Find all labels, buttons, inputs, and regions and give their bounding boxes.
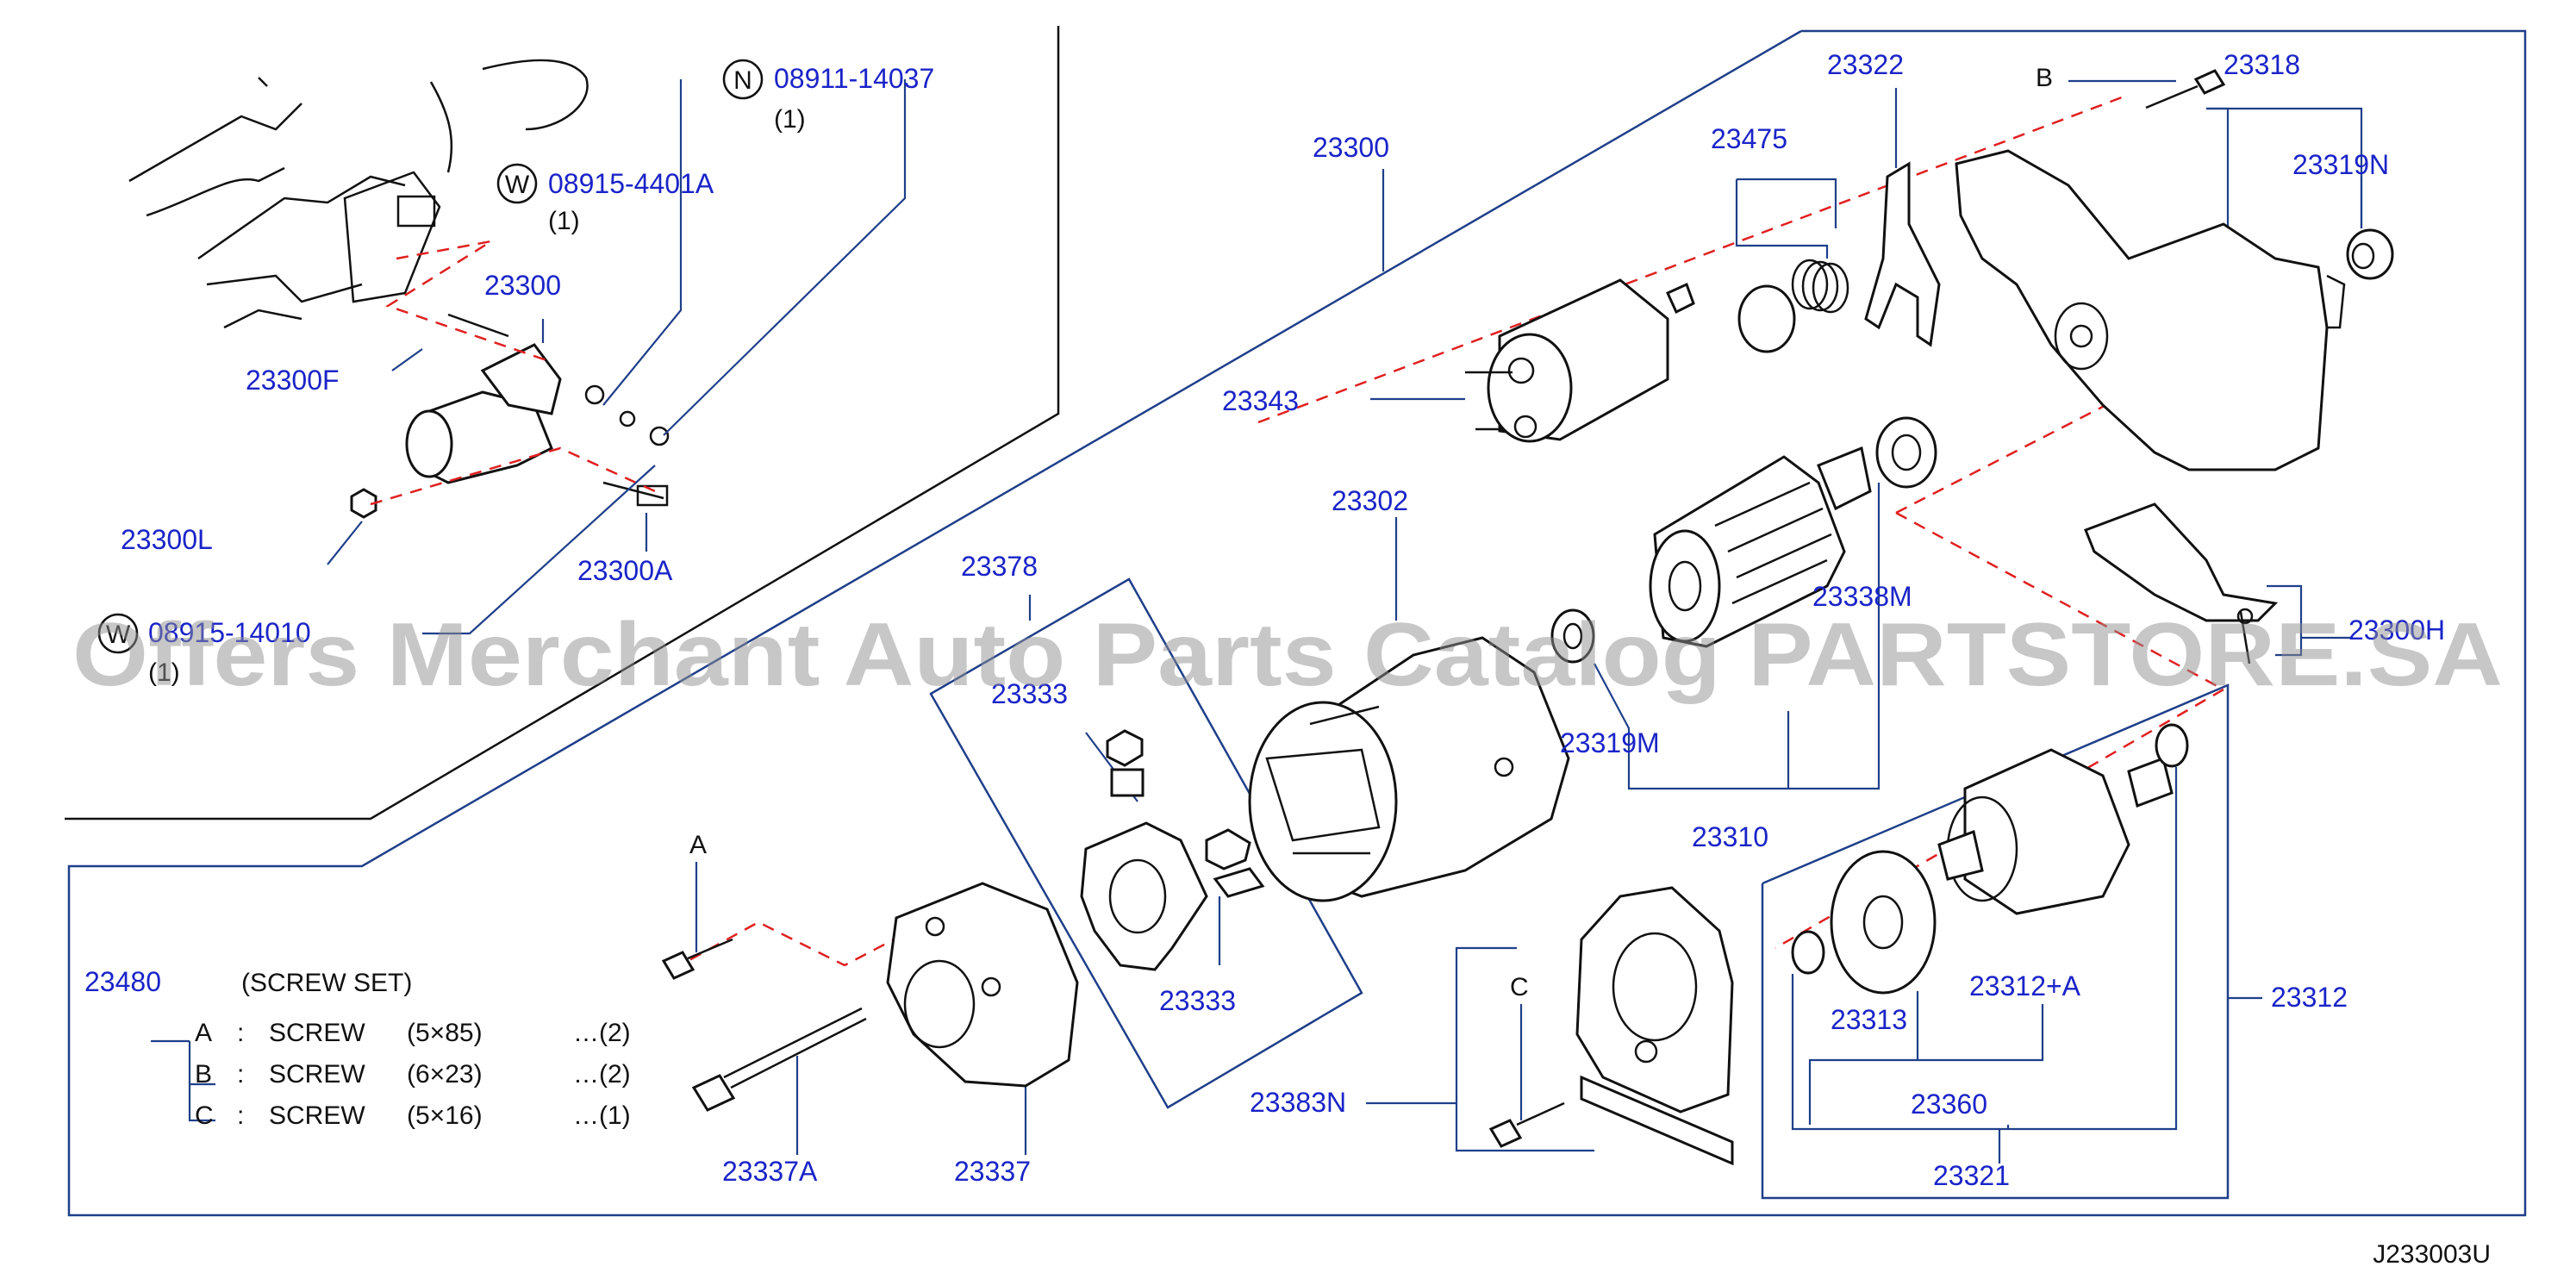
screw-set-title: (SCREW SET)	[241, 969, 412, 997]
svg-text:(6×23): (6×23)	[407, 1060, 483, 1089]
label-23321[interactable]: 23321	[1933, 1160, 2010, 1191]
center-housing	[1575, 886, 1734, 1166]
svg-text:W: W	[505, 171, 530, 199]
svg-text:…(2): …(2)	[573, 1019, 631, 1047]
label-08915-14010[interactable]: 08915-14010	[148, 617, 311, 648]
through-bolt	[691, 1007, 867, 1112]
engine-block-sketch	[128, 59, 589, 329]
svg-text:(5×16): (5×16)	[407, 1101, 483, 1130]
circle-marker-w2: W	[97, 613, 139, 654]
drive-assembly-subframe	[1761, 683, 2230, 1200]
inset-starter-motor	[350, 313, 670, 519]
qty-08915-14010: (1)	[148, 658, 180, 687]
label-23378[interactable]: 23378	[961, 551, 1038, 582]
label-23312[interactable]: 23312	[2271, 982, 2348, 1013]
label-08915-4401a[interactable]: 08915-4401A	[548, 168, 714, 199]
brush-holder	[1080, 729, 1265, 971]
inset-leader-lines	[327, 79, 907, 635]
screw-set-table: (SCREW SET) A : SCREW (5×85) …(2) B : SC…	[195, 969, 631, 1130]
label-23333-top[interactable]: 23333	[991, 678, 1068, 709]
svg-text:N: N	[733, 66, 752, 95]
label-23300f[interactable]: 23300F	[246, 365, 340, 396]
letter-marker-c: C	[1510, 973, 1529, 1001]
diagram-code: J233003U	[2373, 1240, 2491, 1269]
brush-holder-subframe	[929, 577, 1363, 1109]
label-23300-inset[interactable]: 23300	[484, 270, 561, 301]
letter-marker-b: B	[2036, 64, 2053, 92]
label-23338m[interactable]: 23338M	[1812, 581, 1912, 612]
label-23337[interactable]: 23337	[954, 1156, 1031, 1187]
yoke-assembly	[1248, 636, 1570, 902]
plunger	[1737, 284, 1796, 353]
main-leader-lines	[151, 79, 2363, 1164]
armature	[1649, 446, 1872, 648]
thrust-washer-left	[1791, 930, 1825, 975]
label-23360[interactable]: 23360	[1911, 1089, 1987, 1120]
qty-08911-14037: (1)	[774, 105, 806, 134]
svg-text:…(2): …(2)	[573, 1060, 631, 1089]
label-23300-main[interactable]: 23300	[1313, 132, 1389, 163]
part-labels: 08911-14037 (1) 08915-4401A (1) 08915-14…	[84, 49, 2445, 1191]
screw-set-row-a: A : SCREW (5×85) …(2)	[195, 1019, 631, 1047]
return-spring	[1791, 259, 1849, 314]
label-23312-a[interactable]: 23312+A	[1969, 970, 2081, 1001]
overrunning-clutch	[1937, 748, 2174, 915]
drive-housing	[1955, 149, 2346, 471]
svg-text:SCREW: SCREW	[269, 1101, 365, 1130]
screw-c	[1488, 1101, 1565, 1148]
bearing-23319m	[1550, 608, 1595, 664]
label-23343[interactable]: 23343	[1222, 385, 1299, 416]
thrust-washer-right	[2155, 723, 2189, 768]
label-23302[interactable]: 23302	[1332, 485, 1408, 516]
qty-08915-4401a: (1)	[548, 207, 580, 235]
shift-lever	[1864, 161, 1941, 347]
inset-mounting-line-2	[370, 446, 656, 506]
svg-text:SCREW: SCREW	[269, 1060, 365, 1089]
label-23475[interactable]: 23475	[1711, 123, 1787, 154]
screw-a	[661, 938, 733, 980]
label-23300a[interactable]: 23300A	[577, 555, 673, 586]
svg-text::: :	[237, 1060, 244, 1089]
svg-text::: :	[237, 1101, 244, 1130]
screw-b	[2145, 69, 2226, 109]
svg-text:C: C	[195, 1101, 214, 1130]
screw-set-row-c: C : SCREW (5×16) …(1)	[195, 1101, 631, 1130]
screw-set-row-b: B : SCREW (6×23) …(2)	[195, 1060, 631, 1089]
circle-marker-n: N	[722, 59, 764, 100]
letter-marker-a: A	[689, 831, 707, 859]
label-23333-bottom[interactable]: 23333	[1159, 985, 1236, 1016]
label-23322[interactable]: 23322	[1827, 49, 1904, 80]
inset-mounting-line-1	[385, 240, 552, 364]
rear-cover	[886, 882, 1079, 1088]
main-assembly-frame	[67, 29, 2527, 1217]
circle-marker-w1: W	[496, 163, 538, 204]
label-23319n[interactable]: 23319N	[2292, 149, 2389, 180]
mounting-bracket	[2084, 502, 2279, 664]
solenoid-switch	[1465, 278, 1695, 443]
label-08911-14037[interactable]: 08911-14037	[774, 63, 934, 94]
svg-text:SCREW: SCREW	[269, 1019, 365, 1047]
engine-inset-frame	[65, 26, 1060, 820]
svg-text:B: B	[195, 1060, 212, 1089]
pinion-gear	[1830, 850, 1937, 995]
label-23313[interactable]: 23313	[1831, 1004, 1907, 1035]
watermark-text: Offers Merchant Auto Parts Catalog PARTS…	[72, 605, 2503, 705]
label-23318[interactable]: 23318	[2224, 49, 2300, 80]
armature-bearing	[1875, 416, 1937, 489]
svg-text:(5×85): (5×85)	[407, 1019, 483, 1047]
label-23383n[interactable]: 23383N	[1250, 1087, 1346, 1118]
label-23337a[interactable]: 23337A	[722, 1156, 818, 1187]
label-23480[interactable]: 23480	[84, 966, 161, 997]
svg-text::: :	[237, 1019, 244, 1047]
label-23300h[interactable]: 23300H	[2348, 615, 2445, 646]
label-23300l[interactable]: 23300L	[121, 524, 213, 555]
svg-text:…(1): …(1)	[573, 1101, 631, 1130]
label-23319m[interactable]: 23319M	[1560, 727, 1660, 758]
svg-text:A: A	[195, 1019, 212, 1047]
label-23310[interactable]: 23310	[1692, 821, 1768, 852]
svg-text:W: W	[106, 621, 131, 649]
bushing-23319n	[2346, 228, 2394, 280]
